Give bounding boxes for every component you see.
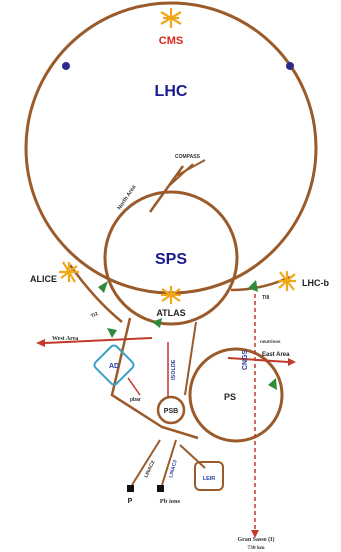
lhc-marker-dot-right <box>286 62 294 70</box>
sps-ring <box>103 190 239 326</box>
sps-label: SPS <box>155 251 187 268</box>
cngs-label: CNGS <box>242 349 249 370</box>
neutrinos-label: neutrinos <box>260 339 281 344</box>
ion-source-square <box>157 485 164 492</box>
distance-label: 730 km <box>247 545 265 551</box>
gran-sasso-label: Gran Sasso (I) <box>237 536 274 543</box>
east-area-arrow-head <box>288 358 296 366</box>
ad-ring <box>93 344 135 386</box>
cms-label: CMS <box>159 35 183 47</box>
linac3-line <box>161 439 177 486</box>
ad-label: AD <box>109 363 119 370</box>
atlas-label: ATLAS <box>156 308 185 318</box>
east-area-beamline <box>227 357 289 363</box>
ti2-label: TI2 <box>90 311 99 320</box>
green-arrow-ps <box>268 378 277 390</box>
isolde-label: ISOLDE <box>171 359 177 380</box>
ps-label: PS <box>224 392 236 402</box>
ti8-transfer-line <box>230 275 291 292</box>
pb-ions-label: Pb ions <box>160 498 181 505</box>
green-arrow-alice <box>98 281 108 293</box>
proton-source-label: P <box>128 498 133 505</box>
alice-burst-icon <box>59 261 79 283</box>
north-area-line <box>148 165 185 213</box>
pbar-label: pbar <box>130 397 141 403</box>
cms-burst-icon <box>160 8 182 28</box>
ps-to-sps-line <box>184 321 197 396</box>
linac3-label: LINAC3 <box>168 459 179 478</box>
west-area-label: West Area <box>52 336 78 342</box>
atlas-burst-icon <box>161 286 181 304</box>
leir-line <box>179 444 206 469</box>
pbar-line <box>127 377 141 396</box>
leir-ring <box>194 461 224 491</box>
green-arrow-ti2 <box>107 328 117 338</box>
green-arrow-sps <box>152 318 162 328</box>
compass-label: COMPASS <box>175 154 201 160</box>
lhcb-burst-icon <box>278 271 296 291</box>
lhc-marker-dot-left <box>62 62 70 70</box>
sps-to-ps-line <box>110 317 199 440</box>
leir-label: LEIR <box>203 476 216 482</box>
lhc-label: LHC <box>155 83 188 100</box>
east-area-label: East Area <box>262 352 290 358</box>
proton-source-square <box>127 485 134 492</box>
psb-ring <box>156 395 186 425</box>
west-area-arrow-head <box>36 339 45 347</box>
ti8-label: TI8 <box>262 295 269 301</box>
west-area-beamline <box>44 337 153 344</box>
linac2-line <box>131 439 161 486</box>
cngs-arrow-head <box>251 530 259 538</box>
ps-ring <box>188 347 284 443</box>
green-arrow-lhcb <box>248 280 258 292</box>
compass-branch <box>169 163 194 186</box>
psb-label: PSB <box>164 408 178 415</box>
north-branch-2 <box>175 159 206 177</box>
alice-label: ALICE <box>30 274 57 284</box>
lhcb-label: LHC-b <box>302 278 329 288</box>
